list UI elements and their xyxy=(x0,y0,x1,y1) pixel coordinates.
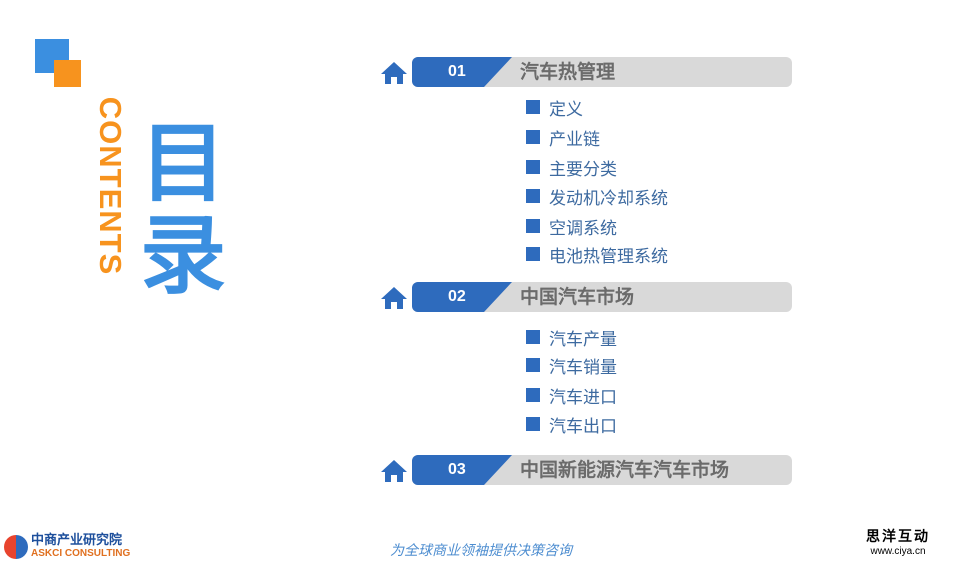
toc-item-label: 电池热管理系统 xyxy=(549,246,668,267)
toc-item[interactable]: 汽车产量 xyxy=(526,326,617,350)
watermark-cn: 思洋互动 xyxy=(866,529,930,545)
toc-item[interactable]: 主要分类 xyxy=(526,156,617,180)
logo-cn: 中商产业研究院 xyxy=(31,533,123,548)
bullet-square-icon xyxy=(526,358,540,372)
watermark: 思洋互动 www.ciya.cn xyxy=(866,526,930,557)
page-title: 目录 xyxy=(140,114,226,306)
toc-item-label: 主要分类 xyxy=(549,159,617,180)
bullet-square-icon xyxy=(526,100,540,114)
toc-item-label: 汽车产量 xyxy=(549,329,617,350)
section-title: 汽车热管理 xyxy=(520,61,616,83)
bullet-square-icon xyxy=(526,330,540,344)
bullet-square-icon xyxy=(526,388,540,402)
toc-item-label: 汽车销量 xyxy=(549,357,617,378)
toc-item[interactable]: 发动机冷却系统 xyxy=(526,185,668,209)
bullet-square-icon xyxy=(526,247,540,261)
contents-label: CONTENTS xyxy=(93,96,128,276)
slogan: 为全球商业领袖提供决策咨询 xyxy=(390,543,572,559)
section-title: 中国汽车市场 xyxy=(520,286,635,308)
bullet-square-icon xyxy=(526,130,540,144)
decor-square-orange xyxy=(54,60,81,87)
toc-item-label: 发动机冷却系统 xyxy=(549,188,668,209)
section-header-03[interactable]: 03 中国新能源汽车汽车市场 xyxy=(380,455,792,486)
section-header-01[interactable]: 01 汽车热管理 xyxy=(380,57,792,88)
toc-item[interactable]: 定义 xyxy=(526,96,583,120)
toc-item[interactable]: 产业链 xyxy=(526,126,600,150)
toc-item[interactable]: 汽车销量 xyxy=(526,354,617,378)
section-title: 中国新能源汽车汽车市场 xyxy=(520,459,730,481)
toc-item[interactable]: 汽车出口 xyxy=(526,413,617,437)
toc-item-label: 汽车进口 xyxy=(549,387,617,408)
watermark-url: www.ciya.cn xyxy=(870,546,926,557)
toc-item-label: 定义 xyxy=(549,99,583,120)
home-icon xyxy=(381,62,407,84)
bullet-square-icon xyxy=(526,189,540,203)
bullet-square-icon xyxy=(526,417,540,431)
logo-en: ASKCI CONSULTING xyxy=(31,548,131,559)
toc-item[interactable]: 汽车进口 xyxy=(526,384,617,408)
home-icon xyxy=(381,287,407,309)
section-header-02[interactable]: 02 中国汽车市场 xyxy=(380,282,792,313)
toc-item-label: 空调系统 xyxy=(549,218,617,239)
home-icon xyxy=(381,460,407,482)
bullet-square-icon xyxy=(526,219,540,233)
logo-icon xyxy=(4,535,28,559)
toc-item[interactable]: 电池热管理系统 xyxy=(526,243,668,267)
toc-item-label: 产业链 xyxy=(549,129,600,150)
bullet-square-icon xyxy=(526,160,540,174)
toc-item-label: 汽车出口 xyxy=(549,416,617,437)
toc-item[interactable]: 空调系统 xyxy=(526,215,617,239)
